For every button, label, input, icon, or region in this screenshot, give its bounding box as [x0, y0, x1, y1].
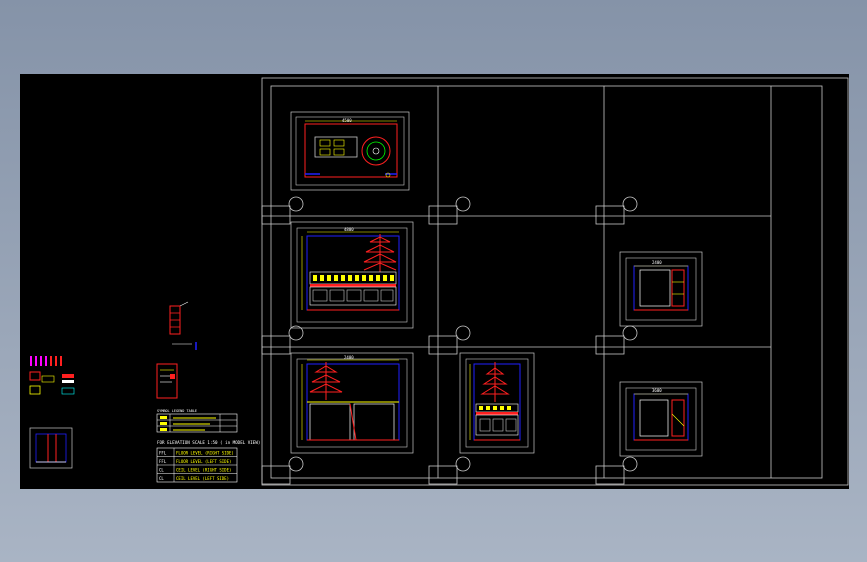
legend-tag: CL: [159, 468, 164, 473]
door-symbol: [29, 427, 73, 469]
dim-label: 4500: [342, 118, 352, 123]
plan-view[interactable]: 4500: [290, 111, 410, 191]
legend-text: FLOOR LEVEL (RIGHT SIDE): [176, 451, 234, 456]
cad-drawing-canvas[interactable]: 4500: [20, 74, 849, 489]
dim-label: 3600: [652, 388, 662, 393]
section-symbol: [169, 301, 197, 350]
cad-drawing: 4500: [29, 77, 849, 486]
elevation-legend: FOR ELEVATION SCALE 1:50 ( in MODEL VIEW…: [156, 440, 260, 483]
small-symbols: [29, 356, 75, 395]
dim-label: 2400: [652, 260, 662, 265]
legend-tag: FFL: [159, 451, 167, 456]
grid-bubbles: [261, 196, 638, 485]
symbol-table-title: SYMBOL LEGEND TABLE: [157, 409, 197, 413]
symbol-table: SYMBOL LEGEND TABLE: [156, 409, 238, 433]
dim-label: 4800: [344, 227, 354, 232]
elevation-view-e[interactable]: 3600: [619, 381, 703, 457]
detail-sheet-icon: [156, 363, 178, 399]
legend-text: CEIL LEVEL (RIGHT SIDE): [176, 468, 231, 473]
elevation-view-d[interactable]: 2400: [619, 251, 703, 327]
legend-text: CEIL LEVEL (LEFT SIDE): [176, 476, 229, 481]
legend-tag: CL: [159, 476, 164, 481]
elevation-view-c[interactable]: [459, 352, 535, 454]
sheet-frame: [261, 77, 849, 486]
elevation-view-b[interactable]: 2400: [290, 352, 414, 454]
elevation-view-a[interactable]: 4800: [290, 221, 414, 329]
dim-label: 2400: [344, 355, 354, 360]
legend-text: FLOOR LEVEL (LEFT SIDE): [176, 459, 231, 464]
legend-title: FOR ELEVATION SCALE 1:50 ( in MODEL VIEW…: [157, 440, 260, 445]
legend-tag: FFL: [159, 459, 167, 464]
